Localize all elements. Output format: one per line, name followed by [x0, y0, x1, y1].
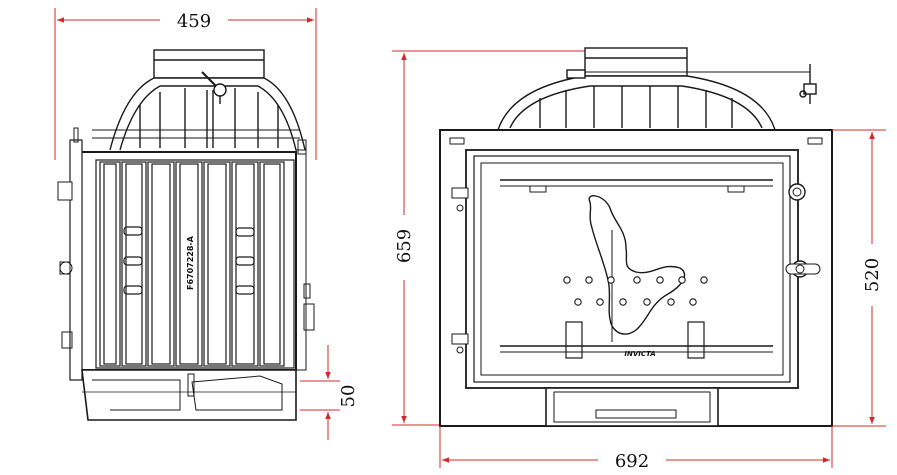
dimension-door-height: 520 [832, 129, 886, 427]
front-height-label: 659 [394, 229, 415, 263]
bottom-offset-label: 50 [338, 385, 359, 408]
dimension-side-width: 459 [54, 8, 317, 160]
dimension-front-width: 692 [439, 426, 833, 472]
front-frame [439, 129, 833, 427]
door-height-label: 520 [862, 258, 883, 292]
side-dome [92, 49, 306, 151]
side-body [57, 127, 315, 421]
side-stamp: F6707228-A [186, 235, 195, 290]
dimension-front-height: 659 [392, 50, 585, 426]
front-view: 659 [392, 47, 886, 472]
front-dome [497, 47, 817, 131]
dimension-bottom-offset: 50 [300, 345, 359, 440]
side-view: 459 [54, 8, 359, 440]
front-logo: INVICTA [624, 350, 655, 358]
front-width-label: 692 [615, 451, 649, 472]
side-width-label: 459 [177, 11, 211, 32]
